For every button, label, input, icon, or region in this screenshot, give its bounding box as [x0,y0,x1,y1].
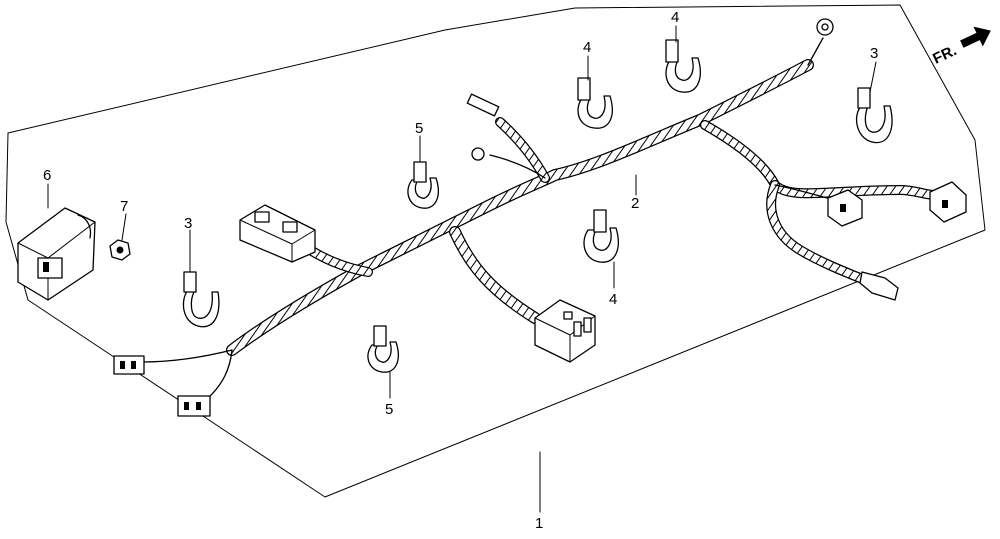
harness-clip-3-left [182,271,220,328]
harness-clip-3-right [855,87,893,144]
connector-right-middle [827,189,863,227]
callout-3-left: 3 [184,215,192,232]
harness-clip-5-top [407,161,439,209]
control-unit-part-6 [17,207,96,301]
ring-terminal-middle [471,147,485,161]
front-label: FR. [930,42,959,68]
arrow-right-up-icon [960,26,991,48]
harness-clip-4-top-left [577,77,613,129]
harness-clip-5-bottom [367,325,399,373]
callout-2: 2 [631,195,639,212]
connector-left-bottom-2 [177,395,211,417]
terminal-top-flat [466,93,500,117]
callout-leader-lines [47,25,877,513]
callout-5-top: 5 [415,120,423,137]
connector-top-left-large [239,204,316,263]
callout-7: 7 [120,198,128,215]
ring-terminal-top-right [816,18,834,36]
callout-4-top-left: 4 [583,39,591,56]
callout-4-top-right: 4 [671,9,679,26]
callout-3-right: 3 [870,45,878,62]
front-direction-indicator: FR. [930,26,991,68]
harness-clip-4-top-right [665,39,701,93]
connector-center-large [534,299,596,363]
connector-left-bottom-1 [113,355,145,375]
connector-right-bottom [859,271,899,301]
nut-part-7 [109,239,131,261]
connector-right-top [929,181,967,223]
callout-6: 6 [43,167,51,184]
harness-clip-4-middle [583,209,619,263]
callout-4-middle: 4 [609,291,617,308]
callout-1: 1 [535,515,543,532]
assembly-boundary [5,4,986,498]
callout-5-bottom: 5 [385,401,393,418]
